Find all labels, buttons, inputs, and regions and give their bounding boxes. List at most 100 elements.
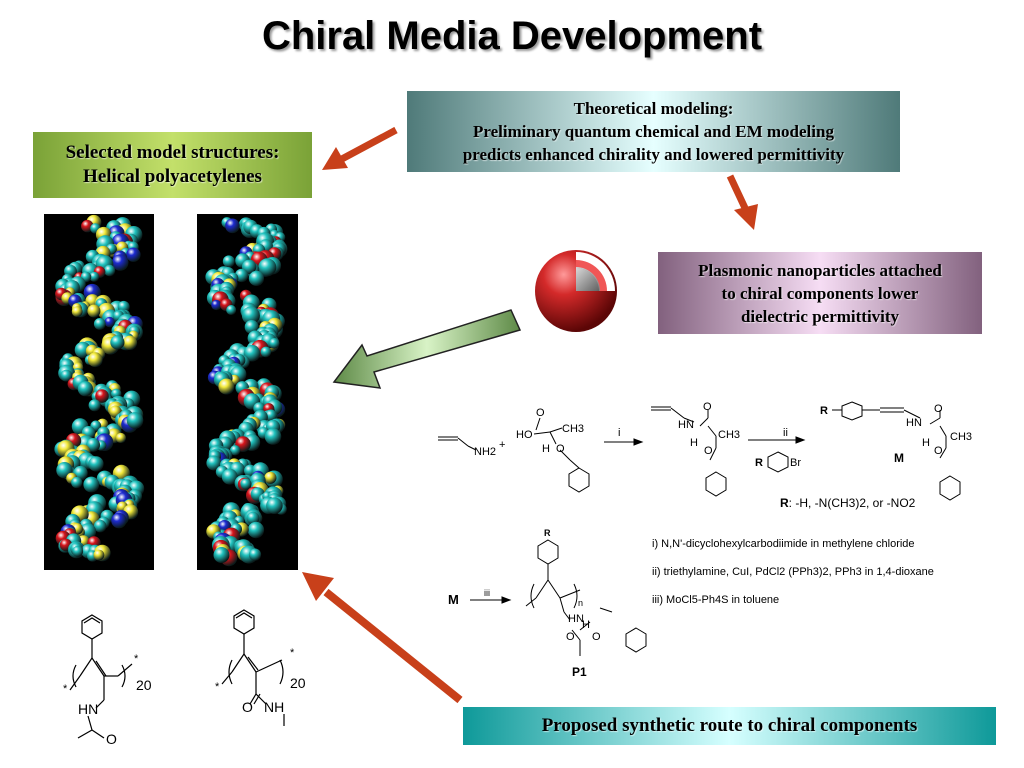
green-arrow-to-helix <box>332 309 522 389</box>
right-star-bottom: * <box>215 681 220 693</box>
slide-title: Chiral Media Development <box>261 14 763 58</box>
atom-sphere <box>77 381 93 397</box>
scheme-ch3-2: CH3 <box>718 429 740 441</box>
theory-box-line-1: Theoretical modeling: <box>573 99 734 118</box>
nanoparticle-sphere-icon <box>535 250 617 332</box>
atom-sphere <box>248 270 264 286</box>
reaction-scheme-bonds <box>438 401 961 656</box>
atom-sphere <box>246 511 260 525</box>
right-nh-label: NH <box>264 699 284 715</box>
scheme-r-1: R <box>755 457 763 469</box>
helix-model-right <box>197 214 298 570</box>
helix-model-left <box>44 214 154 570</box>
scheme-o-8: O <box>592 631 601 643</box>
scheme-h-1: H <box>542 443 550 455</box>
plasmonic-box-line-3: dielectric permittivity <box>740 306 900 326</box>
scheme-p1-label: P1 <box>572 665 587 679</box>
scheme-r-note: R: -H, -N(CH3)2, or -NO2 <box>780 496 916 510</box>
scheme-hn-1: HN <box>678 419 694 431</box>
scheme-o-4: O <box>704 445 713 457</box>
scheme-step-i: i <box>618 427 620 439</box>
left-star-top: * <box>134 653 139 665</box>
atom-sphere <box>60 369 73 382</box>
atom-sphere <box>71 476 83 489</box>
atom-sphere <box>104 316 115 328</box>
atom-sphere <box>240 478 252 490</box>
atom-sphere <box>268 338 280 349</box>
atom-sphere <box>110 335 125 350</box>
theoretical-modeling-box: Theoretical modeling: Preliminary quantu… <box>407 91 900 172</box>
right-o-label: O <box>242 699 253 715</box>
atom-sphere <box>264 471 277 484</box>
atom-sphere <box>126 412 144 429</box>
helix-right-spheres <box>205 217 288 567</box>
atom-sphere <box>221 468 238 485</box>
right-star-top: * <box>290 647 295 659</box>
scheme-step-iii: iii <box>484 588 490 598</box>
helix-left-spheres <box>54 214 145 562</box>
atom-sphere <box>126 247 141 262</box>
atom-sphere <box>218 378 235 395</box>
left-repeat-count: 20 <box>136 677 152 693</box>
atom-sphere <box>83 476 100 493</box>
atom-sphere <box>88 456 104 472</box>
arrow-theory-to-plasmonic <box>726 174 758 230</box>
atom-sphere <box>71 306 83 317</box>
condition-ii: ii) triethylamine, CuI, PdCl2 (PPh3)2, P… <box>652 566 934 578</box>
polymer-structure-left <box>69 614 133 739</box>
route-box-label: Proposed synthetic route to chiral compo… <box>541 715 918 736</box>
scheme-ch3-3: CH3 <box>950 431 972 443</box>
polymer-structure-right <box>221 609 285 726</box>
atom-sphere <box>260 346 272 358</box>
scheme-o-6: O <box>934 445 943 457</box>
atom-sphere <box>211 299 222 311</box>
scheme-r-2: R <box>820 405 828 417</box>
atom-sphere <box>87 352 103 368</box>
left-star-bottom: * <box>63 683 68 695</box>
atom-sphere <box>226 305 237 315</box>
atom-sphere <box>122 335 138 350</box>
atom-sphere <box>248 548 262 561</box>
atom-sphere <box>72 545 84 557</box>
plasmonic-nanoparticles-box: Plasmonic nanoparticles attached to chir… <box>658 252 982 334</box>
atom-sphere <box>266 497 283 514</box>
plasmonic-box-line-1: Plasmonic nanoparticles attached <box>698 260 942 280</box>
scheme-h-2: H <box>690 437 698 449</box>
model-box-line-1: Selected model structures: <box>65 142 280 163</box>
atom-sphere <box>206 455 222 471</box>
atom-sphere <box>213 547 230 563</box>
scheme-ho: HO <box>516 429 533 441</box>
atom-sphere <box>95 389 109 403</box>
atom-sphere <box>241 306 260 325</box>
atom-sphere <box>264 428 282 445</box>
atom-sphere <box>93 549 105 561</box>
atom-sphere <box>87 304 101 318</box>
scheme-plus: + <box>499 439 505 451</box>
atom-sphere <box>244 320 259 334</box>
scheme-h-4: H <box>582 619 590 631</box>
scheme-o-2: O <box>556 443 565 455</box>
atom-sphere <box>265 409 277 422</box>
scheme-o-7: O <box>566 631 575 643</box>
synthetic-route-box: Proposed synthetic route to chiral compo… <box>463 707 996 745</box>
atom-sphere <box>115 432 126 444</box>
arrow-theory-to-model <box>322 126 398 170</box>
scheme-m-reactant: M <box>448 592 459 607</box>
scheme-nh: HN <box>568 613 584 625</box>
scheme-nh2: NH2 <box>474 446 496 458</box>
scheme-hn-2: HN <box>906 417 922 429</box>
atom-sphere <box>258 258 277 277</box>
atom-sphere <box>230 445 241 456</box>
theory-box-line-3: predicts enhanced chirality and lowered … <box>462 145 845 164</box>
atom-sphere <box>111 254 129 271</box>
arrow-route-to-helix <box>302 572 463 704</box>
model-structures-box: Selected model structures: Helical polya… <box>33 132 312 198</box>
scheme-br: Br <box>790 457 801 469</box>
model-box-line-2: Helical polyacetylenes <box>83 166 262 187</box>
theory-box-line-2: Preliminary quantum chemical and EM mode… <box>473 122 834 141</box>
scheme-o-1: O <box>536 407 545 419</box>
atom-sphere <box>93 519 107 533</box>
atom-sphere <box>89 271 100 282</box>
atom-sphere <box>247 521 265 539</box>
